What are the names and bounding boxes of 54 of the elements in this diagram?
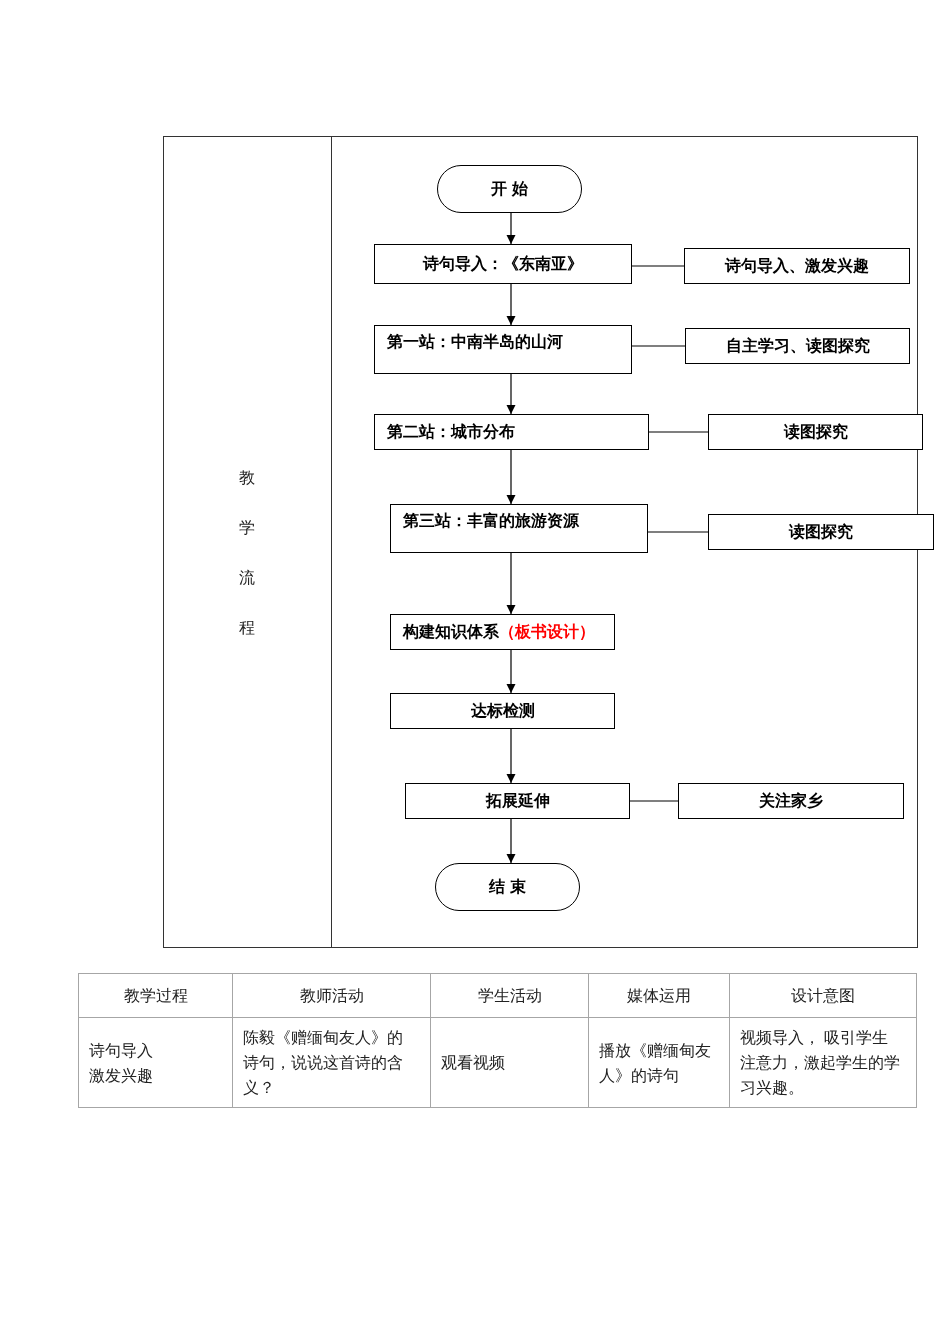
note-box xyxy=(708,414,923,450)
note-box xyxy=(684,248,910,284)
arrow xyxy=(506,212,516,245)
note-text: （板书设计） xyxy=(499,622,595,642)
process-box xyxy=(390,504,648,553)
arrow xyxy=(506,449,516,505)
node-text: 自主学习、读图探究 xyxy=(725,336,870,356)
terminal-shape xyxy=(437,165,582,213)
node-text: 第一站：中南半岛的山河 xyxy=(387,332,563,352)
process-box xyxy=(374,414,649,450)
note-box xyxy=(678,783,904,819)
process-box xyxy=(405,783,630,819)
process-box xyxy=(374,244,632,284)
node-text: 读图探究 xyxy=(789,522,853,542)
node-text: 第三站：丰富的旅游资源 xyxy=(403,511,579,531)
vertical-label: 教学流程 xyxy=(239,468,255,638)
connector-line xyxy=(648,431,709,433)
arrow xyxy=(506,728,516,784)
column-header: 学生活动 xyxy=(477,986,542,1006)
table-text: 观看视频 xyxy=(441,1053,505,1073)
table-text: 视频导入， 吸引学生注意力，激起学生的学习兴趣。 xyxy=(740,1028,901,1098)
arrow xyxy=(506,649,516,694)
terminal-shape xyxy=(435,863,580,911)
node-text: 达标检测 xyxy=(470,701,535,721)
arrow xyxy=(506,373,516,415)
node-text: 诗句导入：《东南亚》 xyxy=(423,254,583,274)
node-text: 结 束 xyxy=(489,877,526,897)
note-box xyxy=(685,328,910,364)
connector-line xyxy=(629,800,679,802)
process-box xyxy=(374,325,632,374)
process-box xyxy=(390,614,615,650)
process-box xyxy=(390,693,615,729)
column-header: 设计意图 xyxy=(791,986,855,1006)
arrow xyxy=(506,552,516,615)
table-text: 诗句导入 xyxy=(89,1040,153,1061)
table-text: 陈毅《赠缅甸友人》的诗句，说说这首诗的含义？ xyxy=(243,1028,404,1098)
column-header: 媒体运用 xyxy=(627,986,691,1006)
column-header: 教学过程 xyxy=(123,986,188,1006)
column-header: 教师活动 xyxy=(299,986,364,1006)
arrow xyxy=(506,818,516,864)
table-text: 激发兴趣 xyxy=(89,1065,153,1086)
note-box xyxy=(708,514,934,550)
node-text: 开 始 xyxy=(491,179,528,199)
node-text: 第二站：城市分布 xyxy=(387,422,515,442)
connector-line xyxy=(631,265,685,267)
table-text: 播放《赠缅甸友人》的诗句 xyxy=(599,1040,712,1086)
connector-line xyxy=(647,531,709,533)
connector-line xyxy=(631,345,686,347)
node-text: 读图探究 xyxy=(783,422,848,442)
node-text: 关注家乡 xyxy=(759,791,823,811)
arrow xyxy=(506,283,516,326)
node-text: 拓展延伸 xyxy=(485,791,550,811)
node-text: 构建知识体系 xyxy=(403,622,499,642)
node-text: 诗句导入、激发兴趣 xyxy=(725,256,869,276)
